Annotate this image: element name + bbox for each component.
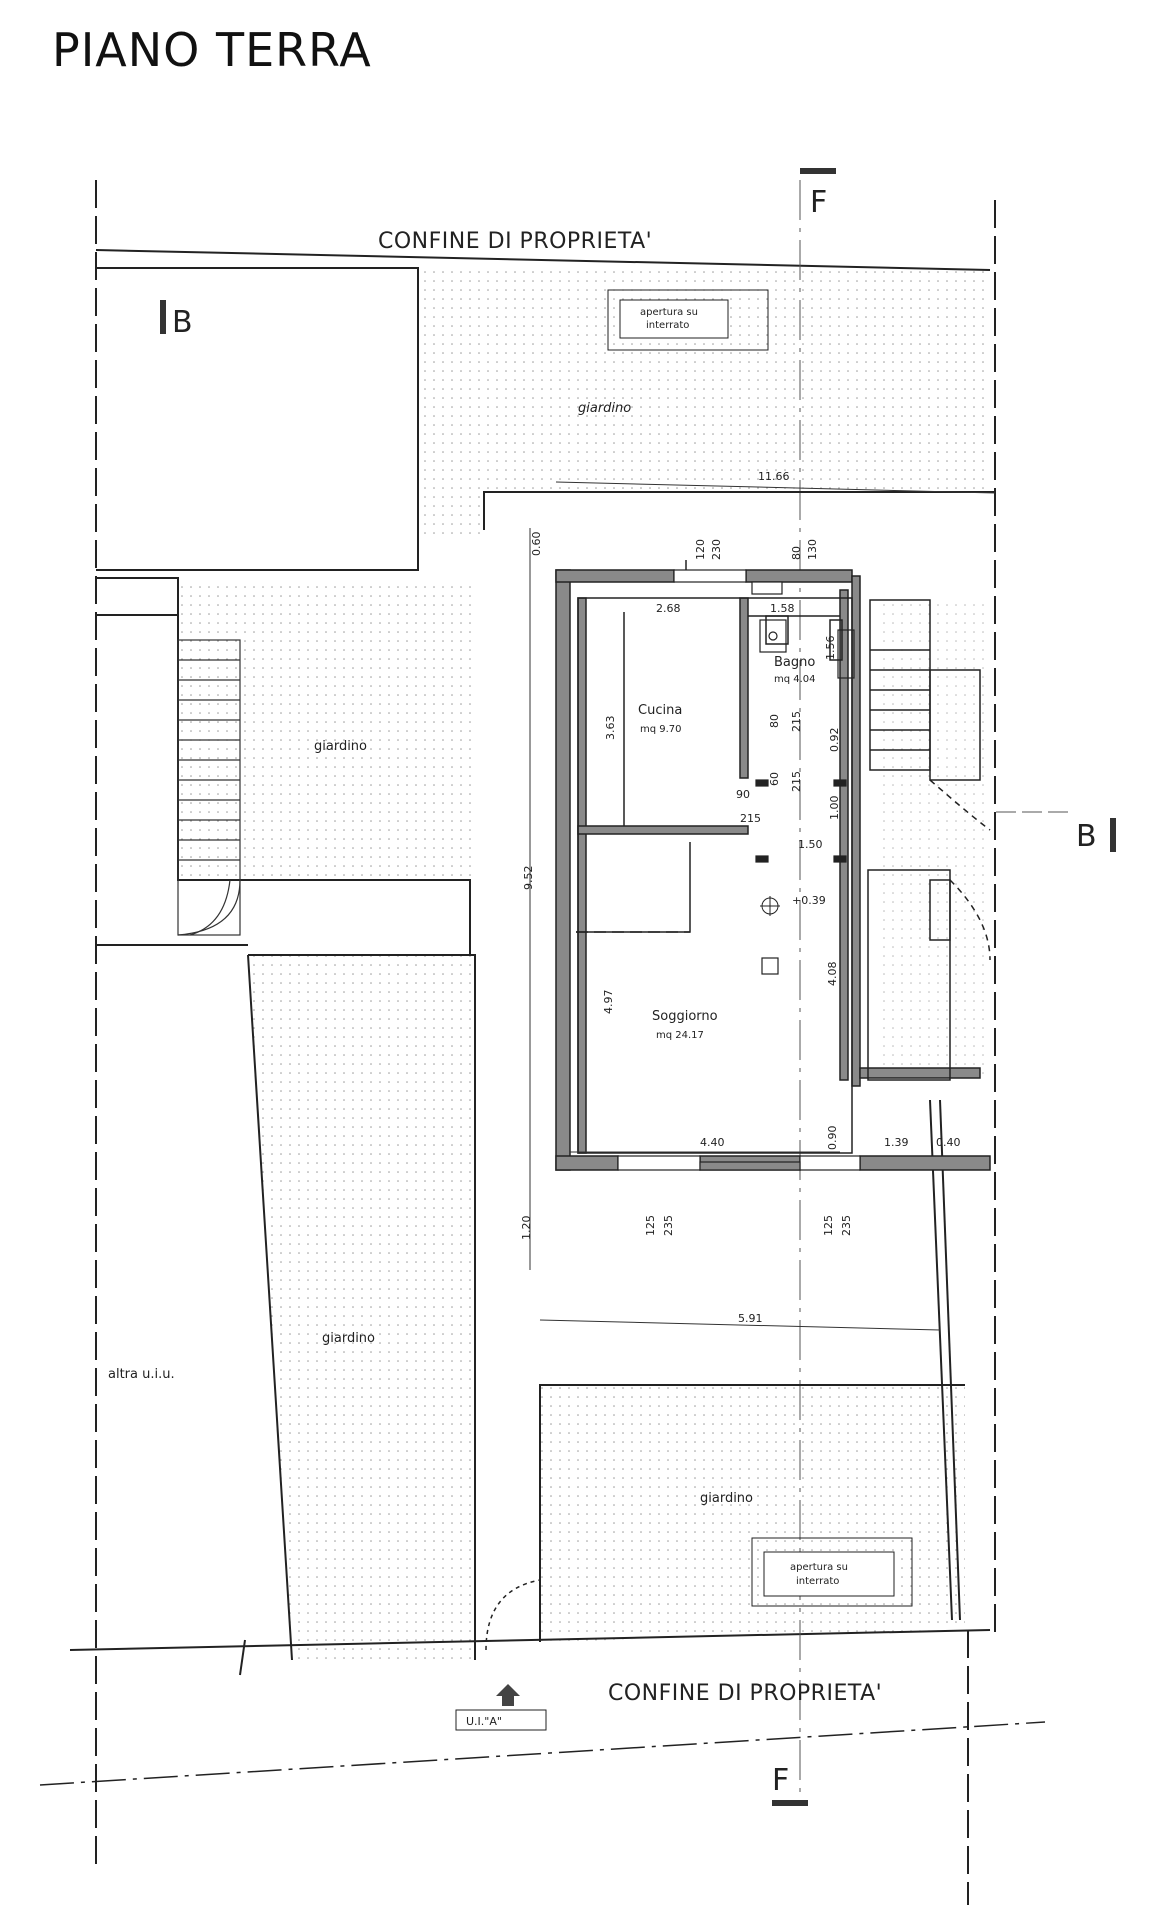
section-f-top: F — [810, 185, 827, 220]
dim-win-top-b-2: 130 — [806, 539, 819, 560]
dim-win-top-a-1: 120 — [694, 539, 707, 560]
dim-living-d2: 4.08 — [826, 962, 839, 987]
room-cucina-area: mq 9.70 — [640, 724, 682, 735]
room-bagno: Bagno — [774, 655, 815, 670]
page-title: PIANO TERRA — [52, 23, 372, 77]
section-b-left: B — [172, 305, 193, 340]
dim-right-w: 1.39 — [884, 1136, 909, 1149]
opening-top: apertura su interrato — [607, 289, 769, 351]
dim-bath-door-1: 80 — [768, 714, 781, 728]
section-b-left-mark — [160, 300, 166, 334]
boundary-bottom-label: CONFINE DI PROPRIETA' — [608, 1681, 882, 1706]
dimension-labels: 11.66 0.60 120 230 80 130 2.68 1.58 1.56… — [520, 470, 961, 1325]
interior-lines — [485, 560, 991, 1651]
dim-living-d: 4.97 — [602, 990, 615, 1015]
dim-bath-door-2: 215 — [790, 711, 803, 732]
room-bagno-area: mq 4.04 — [774, 674, 816, 685]
dim-wall-bottom: 1.20 — [520, 1216, 533, 1241]
dim-passage: 1.50 — [798, 838, 823, 851]
opening-bottom: apertura su interrato — [751, 1537, 913, 1607]
dim-garden-w: 5.91 — [738, 1312, 763, 1325]
opening-top-line1: apertura su — [640, 307, 698, 318]
dim-wall-090: 0.90 — [826, 1126, 839, 1151]
opening-bottom-line1: apertura su — [790, 1562, 848, 1573]
dim-hall-w: 0.92 — [828, 728, 841, 753]
dim-bath-d: 1.56 — [824, 636, 837, 661]
level-mark: +0.39 — [760, 894, 826, 916]
dim-bath-w: 1.58 — [770, 602, 795, 615]
windows — [617, 569, 861, 1171]
opening-bottom-line2: interrato — [796, 1576, 839, 1587]
other-unit-label: altra u.i.u. — [108, 1367, 175, 1382]
dim-height-total: 9.52 — [522, 866, 535, 891]
section-f-bottom-mark — [772, 1800, 808, 1806]
dim-win-bot-b-2: 235 — [840, 1215, 853, 1236]
dim-win-top-b-1: 80 — [790, 546, 803, 560]
dim-win-bot-b-1: 125 — [822, 1215, 835, 1236]
garden-top-label: giardino — [578, 401, 631, 416]
opening-top-line2: interrato — [646, 320, 689, 331]
garden-bottom-right-label: giardino — [700, 1491, 753, 1506]
dim-door-215: 215 — [740, 812, 761, 825]
unit-tag-label: U.I."A" — [466, 1715, 502, 1728]
level-mark-value: +0.39 — [792, 894, 826, 907]
section-f-bottom: F — [772, 1763, 789, 1798]
dim-hall-w2: 1.00 — [828, 796, 841, 821]
dim-living-w: 4.40 — [700, 1136, 725, 1149]
dim-bath-door2-1: 60 — [768, 772, 781, 786]
building-walls — [555, 569, 991, 1171]
dimension-lines — [529, 481, 996, 1331]
section-b-right-mark — [1110, 818, 1116, 852]
room-cucina: Cucina — [638, 703, 682, 718]
room-soggiorno-area: mq 24.17 — [656, 1030, 704, 1041]
left-stair — [177, 639, 241, 936]
room-soggiorno: Soggiorno — [652, 1009, 718, 1024]
unit-tag: U.I."A" — [455, 1684, 547, 1731]
site-lines — [39, 180, 1070, 1905]
section-f-top-mark — [800, 168, 836, 174]
dim-wall-040: 0.40 — [936, 1136, 961, 1149]
section-b-right: B — [1076, 819, 1097, 854]
boundary-top-label: CONFINE DI PROPRIETA' — [378, 229, 652, 254]
dim-win-top-a-2: 230 — [710, 539, 723, 560]
dim-kitchen-d: 3.63 — [604, 716, 617, 741]
dim-kitchen-w: 2.68 — [656, 602, 681, 615]
dim-wall-top: 0.60 — [530, 532, 543, 557]
garden-hatching — [178, 270, 990, 1660]
dim-door-90: 90 — [736, 788, 750, 801]
dim-bath-door2-2: 215 — [790, 771, 803, 792]
dim-win-bot-a-1: 125 — [644, 1215, 657, 1236]
dim-win-bot-a-2: 235 — [662, 1215, 675, 1236]
bathroom-fixtures — [755, 619, 855, 975]
garden-left-lower-label: giardino — [322, 1331, 375, 1346]
garden-left-upper-label: giardino — [314, 739, 367, 754]
dim-overall-top: 11.66 — [758, 470, 790, 483]
